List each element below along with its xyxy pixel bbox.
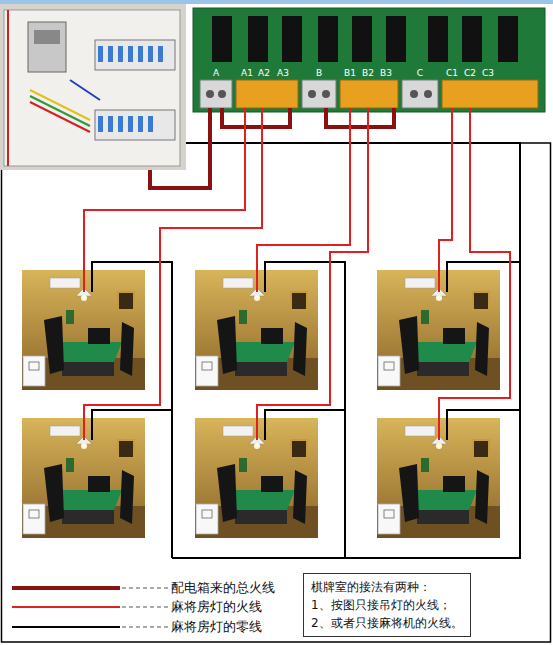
note-line: 1、按图只接吊灯的火线； <box>311 596 463 614</box>
terminal-label: B3 <box>380 68 392 78</box>
terminal-label: C3 <box>482 68 494 78</box>
note-box: 棋牌室的接法有两种：1、按图只接吊灯的火线；2、或者只接麻将机的火线。 <box>303 573 471 637</box>
terminal-label: A3 <box>277 68 289 78</box>
legend-text: 麻将房灯的火线 <box>170 598 263 616</box>
terminal-label: A2 <box>258 68 270 78</box>
terminal-label: C <box>417 68 423 78</box>
legend-text: 配电箱来的总火线 <box>170 579 276 597</box>
note-heading: 棋牌室的接法有两种： <box>311 578 463 596</box>
terminal-label: A <box>213 68 219 78</box>
terminal-label: B1 <box>344 68 356 78</box>
terminal-label: A1 <box>241 68 253 78</box>
terminal-label: B <box>316 68 322 78</box>
terminal-label: C1 <box>446 68 458 78</box>
note-line: 2、或者只接麻将机的火线。 <box>311 614 463 632</box>
terminal-label: B2 <box>362 68 374 78</box>
legend-text: 麻将房灯的零线 <box>170 618 263 636</box>
terminal-label: C2 <box>464 68 476 78</box>
